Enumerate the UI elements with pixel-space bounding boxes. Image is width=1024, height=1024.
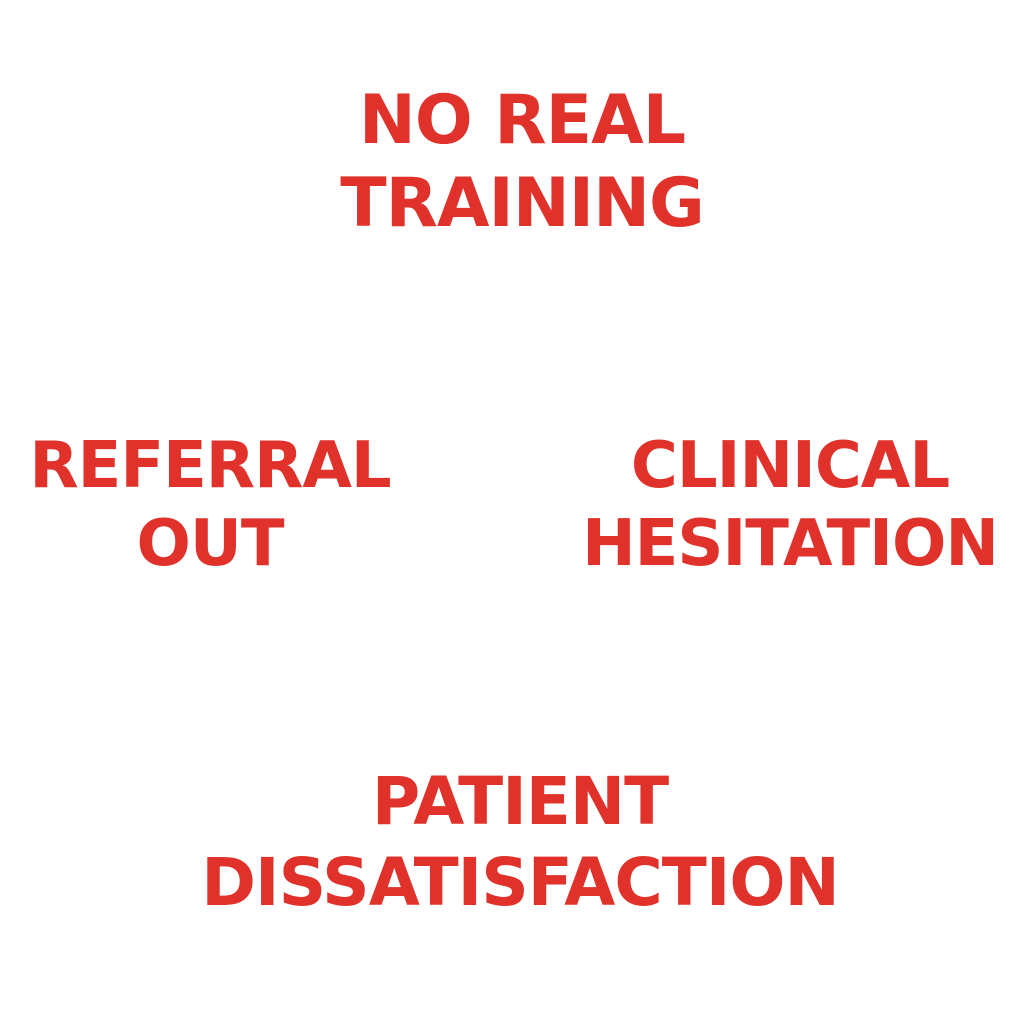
node-label-line: REFERRAL bbox=[29, 428, 391, 503]
cycle-node-referral-out: REFERRAL OUT bbox=[10, 420, 410, 590]
node-label-line: NO REAL bbox=[358, 81, 686, 161]
cycle-node-clinical-hesitation: CLINICAL HESITATION bbox=[570, 420, 1010, 590]
node-label-line: DISSATISFACTION bbox=[201, 844, 839, 921]
node-label-line: CLINICAL bbox=[630, 428, 950, 503]
cycle-node-patient-dissatisfaction: PATIENT DISSATISFACTION bbox=[170, 758, 870, 928]
node-label-line: PATIENT bbox=[371, 763, 669, 841]
node-label-line: HESITATION bbox=[582, 507, 999, 581]
node-label-line: TRAINING bbox=[340, 164, 705, 243]
cycle-node-no-real-training: NO REAL TRAINING bbox=[262, 78, 782, 248]
node-label-line: OUT bbox=[136, 507, 284, 581]
